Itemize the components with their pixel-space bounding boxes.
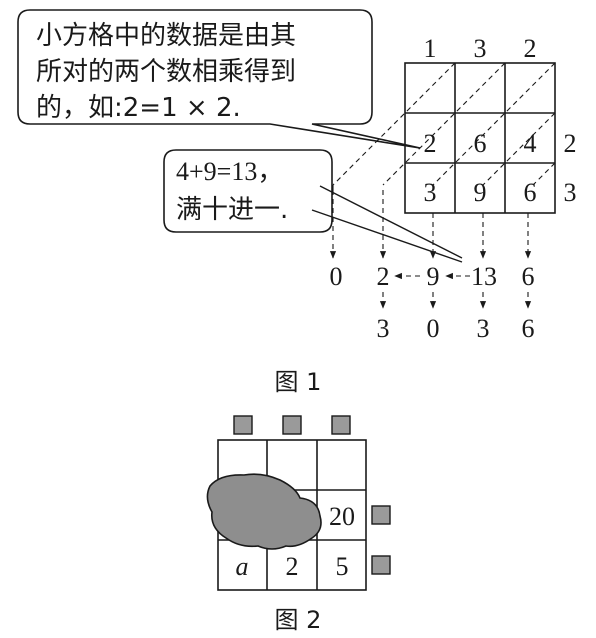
result-digit-3: 3 <box>477 314 490 343</box>
figure-2-caption: 图 2 <box>275 606 322 634</box>
result-arrows <box>379 292 532 309</box>
top-digit-1: 1 <box>424 34 437 63</box>
cell-20: 20 <box>329 502 355 531</box>
result-digit-4: 6 <box>522 314 535 343</box>
cell-5: 5 <box>336 552 349 581</box>
callout-main-line-1: 小方格中的数据是由其 <box>36 21 296 51</box>
cell-r2-c1: 2 <box>424 129 437 158</box>
callout-small-line-2: 满十进一. <box>176 195 288 225</box>
multiplication-grid <box>404 62 556 214</box>
top-digit-3: 2 <box>524 34 537 63</box>
right-digit-1: 2 <box>564 129 577 158</box>
top-digit-2: 3 <box>474 34 487 63</box>
callout-leader-1 <box>319 185 463 259</box>
down-arrows <box>329 190 532 259</box>
cell-2: 2 <box>286 552 299 581</box>
ink-blot <box>206 473 322 550</box>
gray-square-top-2 <box>282 415 302 435</box>
callout-main-line-3: 的，如:2=1 × 2. <box>36 93 241 123</box>
callout-small-line-1: 4+9=13， <box>176 157 283 186</box>
callout-main: 小方格中的数据是由其 所对的两个数相乘得到 的，如:2=1 × 2. <box>17 9 421 149</box>
right-digit-2: 3 <box>564 178 577 207</box>
cell-r3-c2: 9 <box>474 178 487 207</box>
callout-main-line-2: 所对的两个数相乘得到 <box>36 57 296 87</box>
sum-digit-4: 13 <box>471 262 497 291</box>
result-digit-1: 3 <box>377 314 390 343</box>
sum-digit-1: 0 <box>330 262 343 291</box>
callout-small: 4+9=13， 满十进一. <box>163 149 463 263</box>
gray-square-right-2 <box>371 555 391 575</box>
gray-square-right-1 <box>371 505 391 525</box>
cell-r3-c3: 6 <box>524 178 537 207</box>
cell-r2-c3: 4 <box>524 129 537 158</box>
result-digit-2: 0 <box>427 314 440 343</box>
sum-digit-3: 9 <box>427 262 440 291</box>
sum-digit-5: 6 <box>522 262 535 291</box>
figure-2: 20 a 2 5 图 2 <box>206 415 391 634</box>
gray-square-top-1 <box>233 415 253 435</box>
cell-r2-c2: 6 <box>474 129 487 158</box>
cell-r3-c1: 3 <box>424 178 437 207</box>
figure-1: 小方格中的数据是由其 所对的两个数相乘得到 的，如:2=1 × 2. 4+9=1… <box>17 9 577 396</box>
diagonal-lines <box>332 62 556 190</box>
sum-digit-2: 2 <box>377 262 390 291</box>
callout-leader-2 <box>311 209 463 263</box>
gray-square-top-3 <box>331 415 351 435</box>
cell-a: a <box>236 552 249 581</box>
figure-1-caption: 图 1 <box>275 368 322 396</box>
